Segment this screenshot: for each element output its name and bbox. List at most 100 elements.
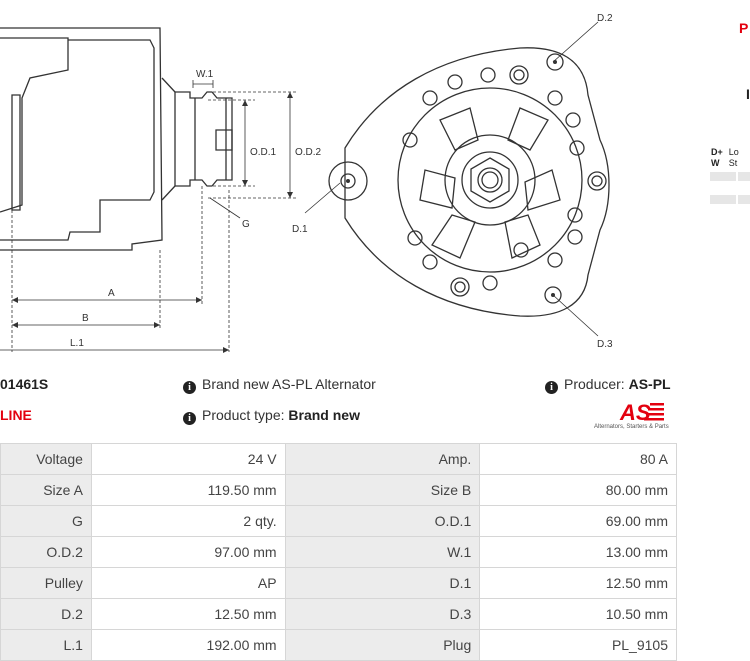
dim-od1-label: O.D.1 <box>250 147 277 158</box>
spec-value: PL_9105 <box>479 629 677 661</box>
producer-value: AS-PL <box>628 376 671 392</box>
spec-value: 69.00 mm <box>479 505 677 537</box>
spec-value: 12.50 mm <box>479 567 677 599</box>
spec-label: D.1 <box>284 567 481 599</box>
hole <box>447 74 463 90</box>
spec-label: D.3 <box>284 598 481 630</box>
dim-length-guides <box>11 186 230 352</box>
technical-drawing: W.1 O.D.1 O.D.2 G A B L.1 D.1 D.2 D.3 <box>0 13 613 353</box>
hole-d1 <box>340 173 356 189</box>
hole <box>547 252 563 268</box>
spec-label: O.D.1 <box>284 505 481 537</box>
mini-table-bar <box>710 195 736 204</box>
logo-stripe <box>650 403 664 406</box>
logo-stripe <box>644 418 664 421</box>
hole <box>565 112 581 128</box>
dim-g-label: G <box>242 219 250 230</box>
spec-label: Voltage <box>0 443 92 475</box>
spec-label: W.1 <box>284 536 481 568</box>
product-type-label: Product type: <box>202 407 285 423</box>
mini-table-row: W St <box>708 157 742 168</box>
spec-value: 192.00 mm <box>90 629 286 661</box>
spec-label: O.D.2 <box>0 536 92 568</box>
mini-table-bar <box>738 195 750 204</box>
spec-label: D.2 <box>0 598 92 630</box>
dim-l1-arrow <box>223 347 229 353</box>
front-view <box>328 47 610 317</box>
logo-stripe <box>648 408 664 411</box>
hole-d2 <box>546 53 564 71</box>
pulley-grooves <box>194 98 227 180</box>
producer-label: Producer: <box>564 376 625 392</box>
hole <box>567 207 583 223</box>
hole <box>422 90 438 106</box>
hole-d2-center <box>553 60 557 64</box>
hole <box>569 140 585 156</box>
front-view-vent-slots <box>419 107 561 259</box>
dim-d1-label: D.1 <box>292 224 308 235</box>
side-panel: P I D+ Lo W St <box>700 0 750 220</box>
dim-d3-label: D.3 <box>597 339 613 350</box>
info-icon: i <box>545 381 558 394</box>
front-view-ear <box>328 161 368 201</box>
mini-table-bar <box>738 172 750 181</box>
dim-od1-guides <box>208 99 255 187</box>
hole-d3-center <box>551 293 555 297</box>
hole <box>567 229 583 245</box>
dim-a-label: A <box>108 288 115 299</box>
hole <box>547 90 563 106</box>
spec-value: 119.50 mm <box>90 474 286 506</box>
dim-l1-label: L.1 <box>70 338 84 349</box>
product-type-value: Brand new <box>288 407 360 423</box>
mini-table-val: St <box>728 157 738 168</box>
side-panel-letter-mid: I <box>746 86 750 102</box>
logo-stripe <box>646 413 664 416</box>
spec-value: 97.00 mm <box>90 536 286 568</box>
logo-text: AS <box>619 400 651 425</box>
spec-value: 2 qty. <box>90 505 286 537</box>
hole <box>591 175 603 187</box>
side-panel-mini-table: D+ Lo W St <box>708 146 742 168</box>
spec-label: Amp. <box>284 443 481 475</box>
hole <box>450 277 470 297</box>
hole <box>513 242 529 258</box>
side-view-front-flange <box>11 94 21 211</box>
side-view-body <box>0 27 163 251</box>
dim-od2-guides <box>208 91 298 199</box>
hole <box>513 69 525 81</box>
brand-text: Brand new AS-PL Alternator <box>202 376 376 392</box>
side-panel-letter-top: P <box>739 20 749 36</box>
hole <box>407 230 423 246</box>
front-view-shaft <box>477 167 503 193</box>
side-view-rear-housing <box>0 39 155 241</box>
dim-w1-line <box>192 80 214 88</box>
spec-value: 12.50 mm <box>90 598 286 630</box>
front-view-housing <box>344 47 610 317</box>
dim-d1-leader <box>304 182 341 214</box>
dim-d2-label: D.2 <box>597 13 613 24</box>
dim-d3-leader <box>552 294 599 337</box>
spec-label: L.1 <box>0 629 92 661</box>
hole <box>402 132 418 148</box>
spec-label: Size A <box>0 474 92 506</box>
spec-label: G <box>0 505 92 537</box>
spec-label: Plug <box>284 629 481 661</box>
mini-table-bar <box>710 172 736 181</box>
spec-label: Size B <box>284 474 481 506</box>
hole <box>509 65 529 85</box>
hole-d1-center <box>346 179 350 183</box>
spec-value: 13.00 mm <box>479 536 677 568</box>
mini-table-row: D+ Lo <box>708 146 742 157</box>
logo-tagline: Alternators, Starters & Parts <box>594 424 669 430</box>
mini-table-key: W <box>711 157 720 168</box>
producer-info: i Producer: AS-PL <box>545 376 671 394</box>
pulley-hub <box>215 129 233 151</box>
hole <box>480 67 496 83</box>
spec-value: 10.50 mm <box>479 598 677 630</box>
